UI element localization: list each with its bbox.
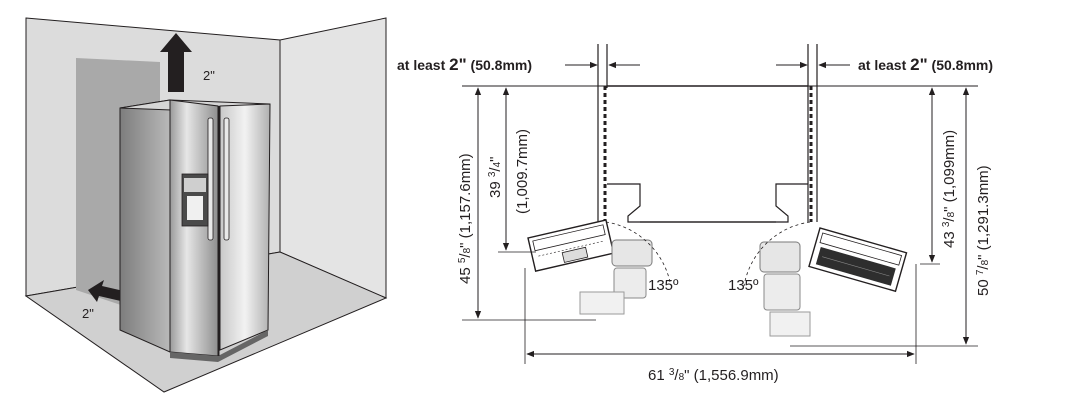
clearance-right-prefix: at least [858,57,910,73]
dispenser-panel [184,178,206,192]
dim-right-inner-num: 3 [941,221,952,227]
freezer-handle [207,117,214,241]
room-corner-illustration: 2" 2" [24,17,388,393]
dim-right-inner-whole: 43 [941,227,958,248]
dim-right-outer-label: 50 7/8" (1,291.3mm) [975,165,992,296]
dim-left-inner-frac-label: 39 3/4" [487,157,504,198]
cabinet-outline [607,183,808,223]
dispenser-outlet [187,196,203,220]
angle-right-label: 135º [728,277,759,294]
dim-right-inner-tail: " (1,099mm) [941,130,958,212]
clearance-rear-label: 2" [82,306,94,321]
clearance-right-mm: (50.8mm) [928,57,993,73]
clearance-top-label: 2" [203,68,215,83]
dim-right-inner-label: 43 3/8" (1,099mm) [941,130,958,248]
clearance-left-prefix: at least [397,57,449,73]
dim-right-outer-whole: 50 [975,275,992,296]
dim-left-outer-whole: 45 [457,263,474,284]
dim-left-inner-tail: " [487,157,504,162]
dim-bottom-den: 8 [679,372,685,383]
dim-bottom-num: 3 [669,367,675,378]
dim-right-outer-den: 8 [980,259,991,265]
dim-left-outer-tail: " (1,157.6mm) [457,153,474,248]
dim-left-inner-num: 3 [487,171,498,177]
dim-left-inner-den: 4 [492,161,503,167]
left-door-open [527,219,615,272]
dim-right-outer-tail: " (1,291.3mm) [975,165,992,260]
clearance-right-label: at least 2" (50.8mm) [858,55,993,74]
dim-left-inner-whole: 39 [487,177,504,198]
clearance-left-mm: (50.8mm) [467,57,532,73]
angle-left-label: 135º [648,277,679,294]
dim-right-outer-num: 7 [975,269,986,275]
clearance-right-value: 2" [910,55,928,74]
top-view-diagram: at least 2" (50.8mm) at least 2" (50.8mm… [397,44,993,384]
dim-left-outer-den: 8 [462,247,473,253]
right-door-bins [759,241,811,337]
dim-bottom-tail: " (1,556.9mm) [684,367,779,384]
refrigerator [119,99,271,362]
dim-bottom-label: 61 3/8" (1,556.9mm) [648,367,779,384]
up-arrow-icon [160,33,192,92]
dim-left-outer-num: 5 [457,257,468,263]
fridge-side [119,99,171,353]
left-door-bins [579,239,653,315]
dim-right-inner-den: 8 [946,211,957,217]
dim-left-inner-mm-label: (1,009.7mm) [514,129,531,214]
clearance-left-value: 2" [449,55,467,74]
right-swing-arc [743,221,811,287]
clearance-left-label: at least 2" (50.8mm) [397,55,532,74]
dim-left-outer-label: 45 5/8" (1,157.6mm) [457,153,474,284]
side-wall [279,17,387,299]
right-door-open [808,227,908,293]
dim-bottom-whole: 61 [648,367,669,384]
rear-arrow-icon [88,280,128,302]
fridge-handle [223,117,230,241]
